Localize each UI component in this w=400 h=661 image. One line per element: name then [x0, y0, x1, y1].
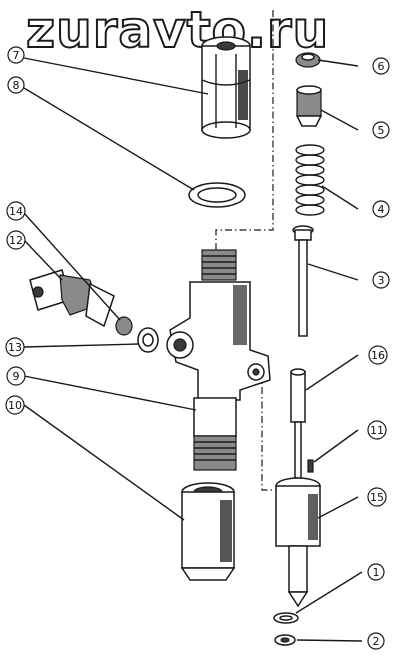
part-spring [295, 144, 325, 216]
part-seal-ring [137, 327, 159, 353]
callout-14: 14 [6, 201, 26, 221]
callout-2: 2 [367, 632, 385, 650]
part-inlet-fitting [29, 269, 115, 328]
part-small-washer [274, 634, 296, 646]
callout-16-text: 16 [371, 349, 385, 362]
callout-15-text: 15 [370, 491, 384, 504]
callout-16: 16 [368, 345, 388, 365]
part-lock-nut [295, 52, 321, 68]
part-nozzle-body [275, 477, 321, 608]
callout-7: 7 [7, 46, 25, 64]
callout-14-text: 14 [9, 205, 23, 218]
part-injector-body [166, 249, 271, 401]
callout-9-text: 9 [13, 370, 20, 383]
callout-15: 15 [367, 487, 387, 507]
callout-7-text: 7 [13, 49, 20, 62]
part-cap-nut [201, 36, 251, 139]
watermark: zuravto.ru [25, 1, 330, 59]
callout-2-text: 2 [373, 635, 380, 648]
assembly-axis [215, 10, 274, 258]
part-body-lower [193, 397, 237, 471]
callout-4: 4 [372, 200, 390, 218]
callout-5: 5 [372, 121, 390, 139]
part-filter [115, 316, 133, 336]
callout-11: 11 [367, 420, 387, 440]
part-nozzle-nut [180, 482, 236, 581]
callout-3: 3 [372, 271, 390, 289]
leader-lines [23, 57, 363, 642]
callout-11-text: 11 [370, 424, 384, 437]
callout-10: 10 [5, 395, 25, 415]
callout-4-text: 4 [378, 203, 385, 216]
callout-12: 12 [6, 230, 26, 250]
callout-12-text: 12 [9, 234, 23, 247]
callout-8: 8 [7, 76, 25, 94]
part-dowel-pin [307, 459, 314, 473]
callout-9: 9 [6, 366, 26, 386]
part-washer [188, 182, 246, 208]
callout-13: 13 [5, 337, 25, 357]
callout-3-text: 3 [378, 274, 385, 287]
callout-8-text: 8 [13, 79, 20, 92]
callout-1-text: 1 [373, 566, 380, 579]
part-spring-seat [295, 85, 323, 127]
callout-10-text: 10 [8, 399, 22, 412]
part-push-rod [292, 225, 314, 337]
callout-6-text: 6 [378, 60, 385, 73]
callout-5-text: 5 [378, 124, 385, 137]
callout-6: 6 [372, 57, 390, 75]
part-sealing-washer [273, 612, 299, 624]
callout-1: 1 [367, 563, 385, 581]
part-needle-pin [290, 368, 306, 479]
callout-13-text: 13 [8, 341, 22, 354]
